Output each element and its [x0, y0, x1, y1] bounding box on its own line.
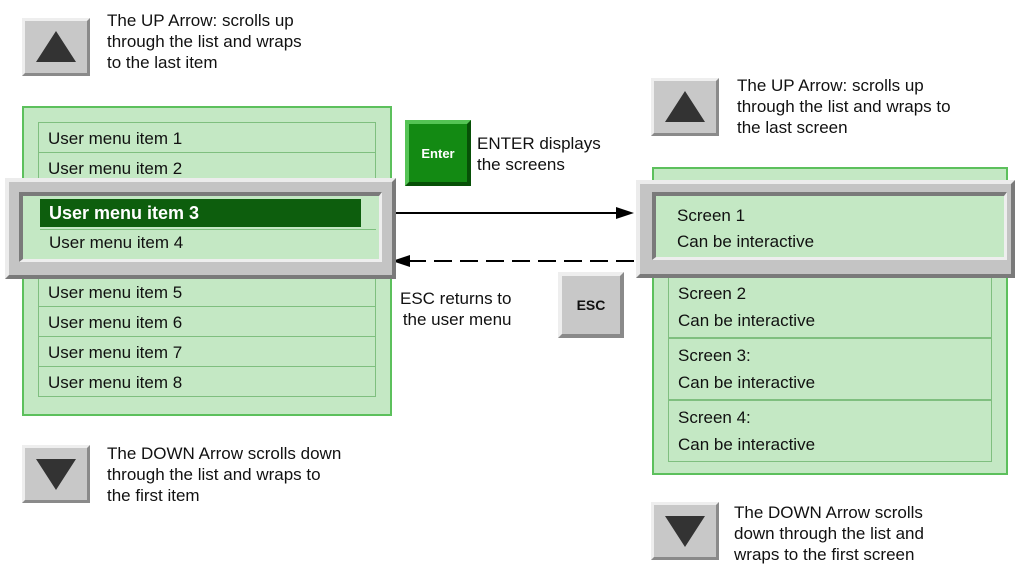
menu-item-6[interactable]: User menu item 6 [38, 306, 376, 337]
screen-1-title: Screen 1 [677, 206, 746, 225]
down-arrow-icon [36, 459, 76, 490]
screen-4-subtitle: Can be interactive [678, 435, 816, 454]
enter-arrowhead [616, 207, 634, 219]
screen-3-row[interactable]: Screen 3: Can be interactive [668, 338, 992, 400]
left-down-description: The DOWN Arrow scrolls down through the … [107, 444, 342, 505]
screen-magnifier-inner [652, 192, 1007, 260]
screen-4-row[interactable]: Screen 4: Can be interactive [668, 400, 992, 462]
screen-3-subtitle: Can be interactive [678, 373, 816, 392]
selected-menu-item[interactable]: User menu item 3 [40, 199, 361, 227]
right-up-arrow-key[interactable] [651, 78, 719, 136]
up-arrow-icon [36, 31, 76, 62]
menu-item-1[interactable]: User menu item 1 [38, 122, 376, 153]
enter-key[interactable]: Enter [405, 120, 471, 186]
left-up-arrow-key[interactable] [22, 18, 90, 76]
screen-2-subtitle: Can be interactive [678, 311, 816, 330]
menu-item-2[interactable]: User menu item 2 [38, 152, 376, 183]
screen-3-title: Screen 3: [678, 346, 751, 365]
right-up-description: The UP Arrow: scrolls up through the lis… [737, 76, 951, 137]
left-down-arrow-key[interactable] [22, 445, 90, 503]
esc-description: ESC returns to the user menu [400, 289, 512, 329]
menu-item-4-magnified[interactable]: User menu item 4 [40, 229, 376, 257]
menu-item-8[interactable]: User menu item 8 [38, 366, 376, 397]
left-up-description: The UP Arrow: scrolls up through the lis… [107, 11, 302, 72]
down-arrow-icon [665, 516, 705, 547]
screen-1-subtitle: Can be interactive [677, 232, 815, 251]
menu-item-5[interactable]: User menu item 5 [38, 276, 376, 307]
up-arrow-icon [665, 91, 705, 122]
enter-description: ENTER displays the screens [477, 134, 601, 174]
screen-2-title: Screen 2 [678, 284, 747, 303]
esc-key[interactable]: ESC [558, 272, 624, 338]
menu-item-7[interactable]: User menu item 7 [38, 336, 376, 367]
right-down-arrow-key[interactable] [651, 502, 719, 560]
esc-arrowhead [392, 255, 410, 267]
right-down-description: The DOWN Arrow scrolls down through the … [734, 503, 924, 564]
screen-2-row[interactable]: Screen 2 Can be interactive [668, 276, 992, 338]
screen-4-title: Screen 4: [678, 408, 751, 427]
